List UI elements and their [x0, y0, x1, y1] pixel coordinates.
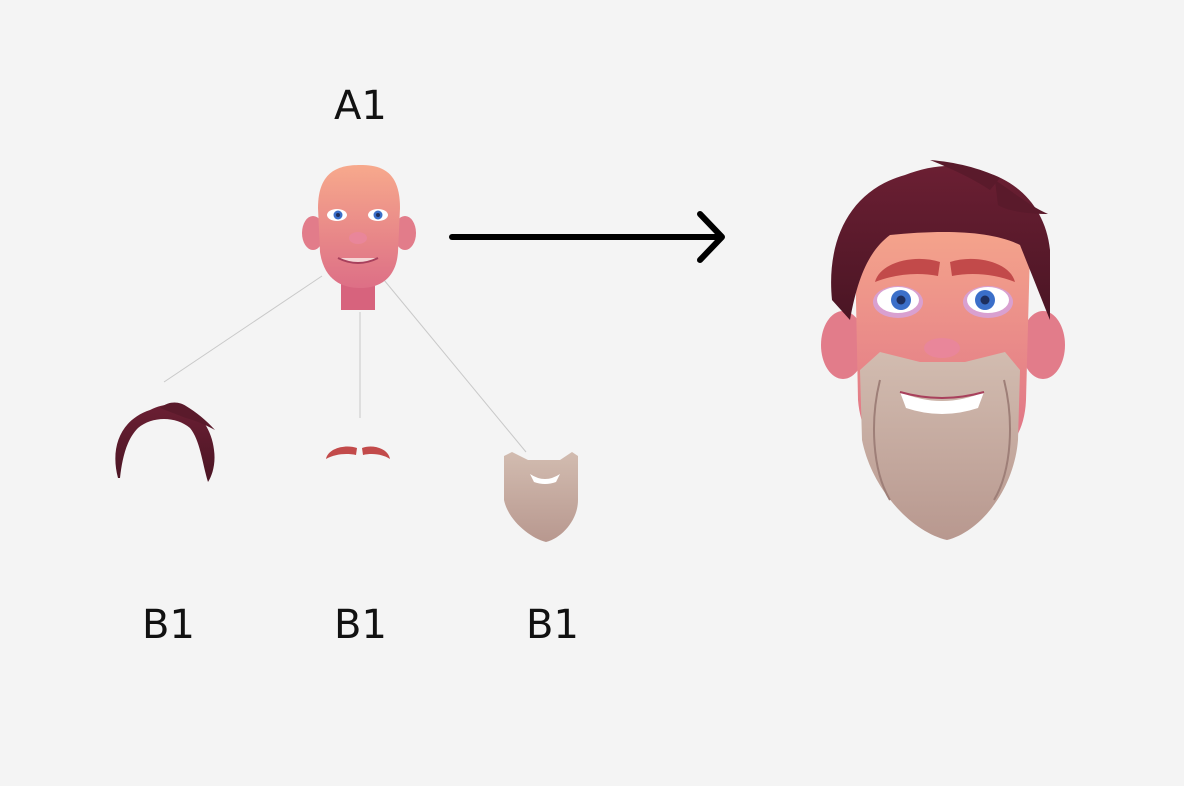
bald-head-icon: [302, 165, 416, 310]
connector-root-beard: [383, 279, 527, 453]
beard-icon: [504, 452, 578, 542]
connector-lines: [163, 275, 527, 453]
child-label-beard: B1: [526, 602, 579, 648]
arrow-icon: [449, 211, 725, 263]
assembled-head-icon: [821, 160, 1065, 540]
root-label: A1: [334, 83, 387, 129]
child-label-hair: B1: [142, 602, 195, 648]
hair-icon: [115, 402, 215, 482]
connector-root-hair: [163, 275, 323, 383]
eyebrows-icon: [326, 446, 390, 459]
child-label-eyebrows: B1: [334, 602, 387, 648]
